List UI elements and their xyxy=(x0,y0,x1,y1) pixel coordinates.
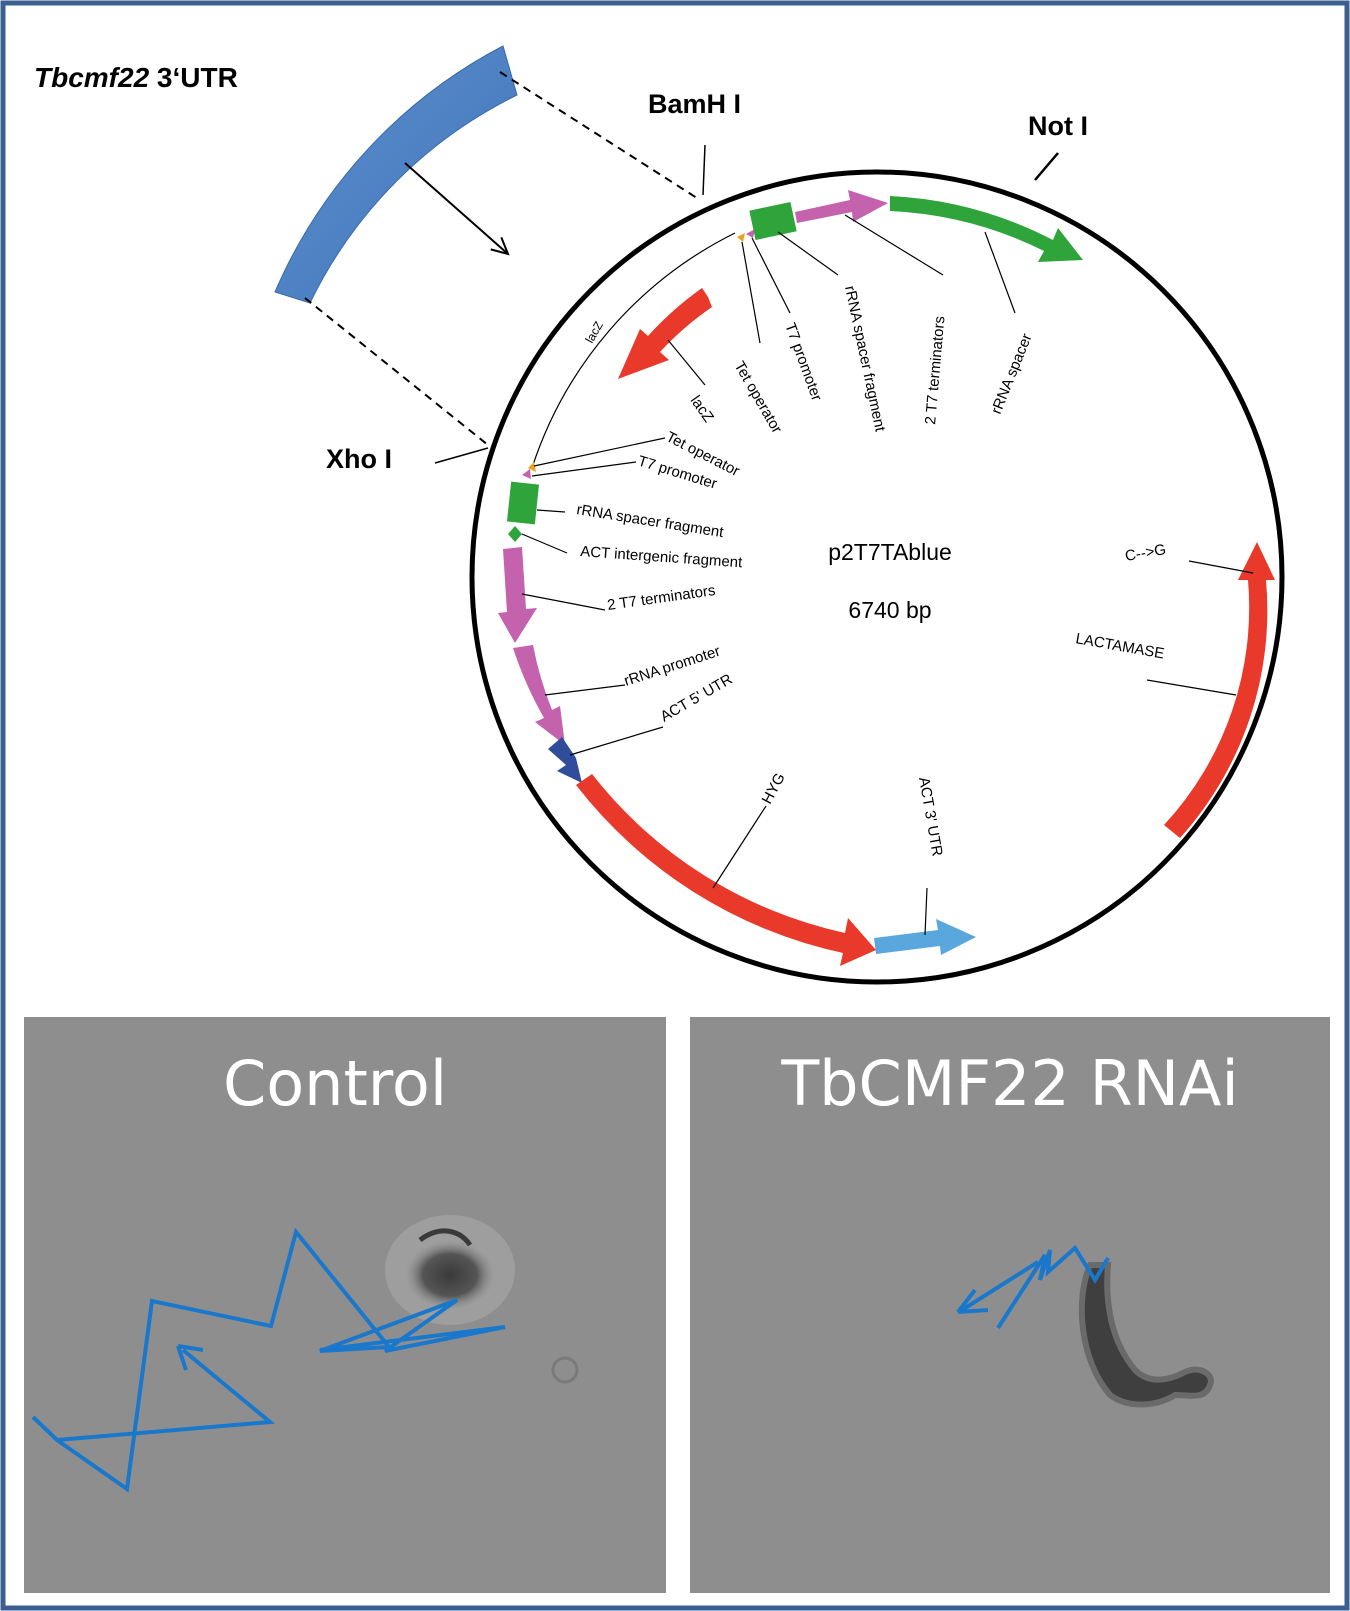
rrna-promoter-arrow xyxy=(513,645,565,745)
plasmid-backbone xyxy=(469,169,1285,985)
hyg-arrow xyxy=(576,774,876,966)
tet-operator-left-mark xyxy=(528,462,536,472)
dashed-guide-top xyxy=(499,71,701,201)
lactamase-arrow xyxy=(1164,542,1275,838)
insert-suffix: 3‘UTR xyxy=(149,62,238,93)
lacz-arrow xyxy=(618,288,712,379)
act-5utr-arrow xyxy=(548,737,582,783)
leader-act-intergenic xyxy=(521,533,568,554)
leader-rrna-spacer xyxy=(984,231,1016,314)
leader-rrna-frag-top xyxy=(777,231,839,276)
leader-hyg xyxy=(712,805,767,889)
dashed-guide-bottom xyxy=(304,297,489,446)
t7-terminators-left-arrow xyxy=(498,547,537,643)
t7-promoter-top-mark xyxy=(746,229,755,238)
leader-lacz xyxy=(667,339,706,386)
plasmid-size: 6740 bp xyxy=(848,597,931,623)
insert-fragment: Tbcmf22 3‘UTR xyxy=(34,45,701,446)
rrna-spacer-arrow xyxy=(890,196,1083,262)
t7-promoter-left-mark xyxy=(522,469,531,479)
xhoi-tick xyxy=(434,447,489,464)
rrna-spacer-fragment-top-block xyxy=(749,201,797,241)
leader-t7term-left xyxy=(521,593,606,611)
t7-terminators-top-arrow xyxy=(795,190,888,223)
leader-lines xyxy=(521,214,1254,936)
leader-rrna-promoter xyxy=(544,684,626,696)
leader-t7-top xyxy=(751,237,791,314)
control-title: Control xyxy=(223,1047,447,1120)
rnai-image xyxy=(690,1017,1330,1593)
insert-gene-name: Tbcmf22 xyxy=(34,62,150,93)
control-cell-flagellum xyxy=(418,1228,473,1247)
control-track xyxy=(31,1227,506,1493)
leader-t7term-top xyxy=(844,214,944,276)
insert-title: Tbcmf22 3‘UTR xyxy=(34,62,238,93)
control-track-arrowhead xyxy=(176,1344,204,1371)
control-debris xyxy=(551,1356,579,1384)
plasmid-name: p2T7TAblue xyxy=(828,539,952,565)
lacz-thin-arc xyxy=(531,232,736,469)
insert-arc xyxy=(274,45,518,304)
rnai-track xyxy=(960,1244,1110,1330)
rnai-track-arrowhead xyxy=(956,1288,989,1314)
control-cell-body xyxy=(405,1240,495,1310)
leader-rrna-frag-left xyxy=(536,509,566,513)
xhoi-label: Xho I xyxy=(326,444,392,474)
tet-operator-top-mark xyxy=(737,233,745,242)
control-image xyxy=(24,1017,666,1593)
rnai-panel: TbCMF22 RNAi xyxy=(690,1017,1330,1593)
plasmid-map: BamH I Not I Xho I xyxy=(326,89,1285,985)
noti-tick xyxy=(1034,152,1059,181)
noti-label: Not I xyxy=(1028,111,1088,141)
insert-arrow xyxy=(404,162,508,254)
mutation-label: C-->G xyxy=(1124,541,1168,565)
leader-mutation xyxy=(1188,560,1254,574)
bamhi-label: BamH I xyxy=(648,89,741,119)
bamhi-tick xyxy=(702,144,706,196)
control-panel: Control xyxy=(24,1017,666,1593)
control-track-final xyxy=(56,1348,276,1442)
leader-tet-top xyxy=(741,241,761,344)
leader-lactamase xyxy=(1146,679,1237,696)
leader-act-5utr xyxy=(569,726,664,756)
rrna-spacer-fragment-left-block xyxy=(506,481,540,525)
act-3utr-arrow xyxy=(874,919,976,955)
leader-tet-left xyxy=(533,437,666,467)
leader-t7-left xyxy=(531,461,637,477)
act-intergenic-mark xyxy=(508,526,522,542)
rnai-title: TbCMF22 RNAi xyxy=(780,1047,1238,1120)
rnai-cell-body xyxy=(1078,1262,1214,1408)
leader-act-3utr xyxy=(924,887,928,936)
